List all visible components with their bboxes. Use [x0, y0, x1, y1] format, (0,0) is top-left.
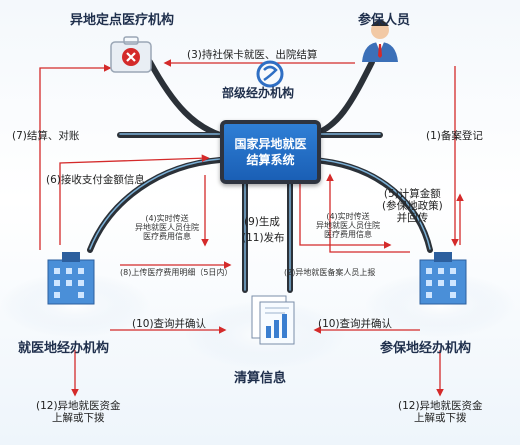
treat-agency-title: 就医地经办机构 — [18, 341, 110, 356]
person-icon — [362, 20, 398, 62]
step-1-label: (1)备案登记 — [426, 130, 483, 142]
step-12-right-line-2: 上解或下拨 — [414, 412, 467, 425]
building-icon — [419, 252, 467, 305]
step-12-left-label: (12)异地就医资金 上解或下拨 — [36, 400, 121, 424]
step-6-label: (6)接收支付金额信息 — [46, 174, 145, 186]
medical-kit-icon — [110, 36, 152, 73]
insured-node-title: 参保人员 — [358, 13, 411, 28]
step-4-right-label: (4)实时传送 异地就医人员住院 医疗费用信息 — [316, 212, 380, 240]
step-7-label: (7)结算、对账 — [12, 130, 80, 142]
step-4-right-line-3: 医疗费用信息 — [324, 230, 372, 240]
building-icon — [47, 252, 95, 305]
step-5-label: (5)计算金额 (参保地政策) 并回传 — [382, 188, 443, 224]
step-4-right-line-2: 异地就医人员住院 — [316, 221, 380, 231]
step-4-left-line-2: 异地就医人员住院 — [135, 223, 199, 233]
step-12-left-line-2: 上解或下拨 — [52, 412, 105, 425]
document-icon — [251, 295, 295, 345]
step-4-left-label: (4)实时传送 异地就医人员住院 医疗费用信息 — [135, 214, 199, 242]
social-security-logo-icon — [256, 60, 284, 88]
step-5-line-1: (5)计算金额 — [383, 188, 441, 200]
step-9-label: (9)生成 — [244, 216, 280, 228]
network-pipes-highlight — [89, 133, 431, 291]
process-arrows — [39, 59, 464, 397]
hospital-node-title: 异地定点医疗机构 — [70, 13, 175, 28]
settlement-title: 清算信息 — [234, 371, 287, 386]
step-4-right-line-1: (4)实时传送 — [326, 212, 370, 221]
step-5-line-2: (参保地政策) — [382, 200, 443, 213]
step-5-line-3: 并回传 — [396, 212, 429, 225]
step-12-left-line-1: (12)异地就医资金 — [36, 400, 121, 412]
step-3-label: (3)持社保卡就医、出院结算 — [187, 49, 318, 61]
ministry-agency-title: 部级经办机构 — [222, 86, 295, 100]
step-4-left-line-1: (4)实时传送 — [145, 214, 189, 223]
step-2-label: (2)异地就医备案人员上报 — [284, 268, 376, 277]
step-10-left-label: (10)查询并确认 — [132, 318, 207, 330]
step-8-label: (8)上传医疗费用明细（5日内） — [120, 268, 233, 277]
system-title-line-2: 结算系统 — [246, 153, 295, 167]
insured-agency-title: 参保地经办机构 — [380, 341, 472, 356]
national-settlement-system: 国家异地就医 结算系统 — [220, 120, 321, 184]
step-12-right-label: (12)异地就医资金 上解或下拨 — [398, 400, 483, 424]
step-10-right-label: (10)查询并确认 — [318, 318, 393, 330]
step-12-right-line-1: (12)异地就医资金 — [398, 400, 483, 412]
system-title-line-1: 国家异地就医 — [234, 136, 307, 151]
step-11-label: (11)发布 — [242, 232, 285, 244]
step-4-left-line-3: 医疗费用信息 — [143, 232, 191, 242]
